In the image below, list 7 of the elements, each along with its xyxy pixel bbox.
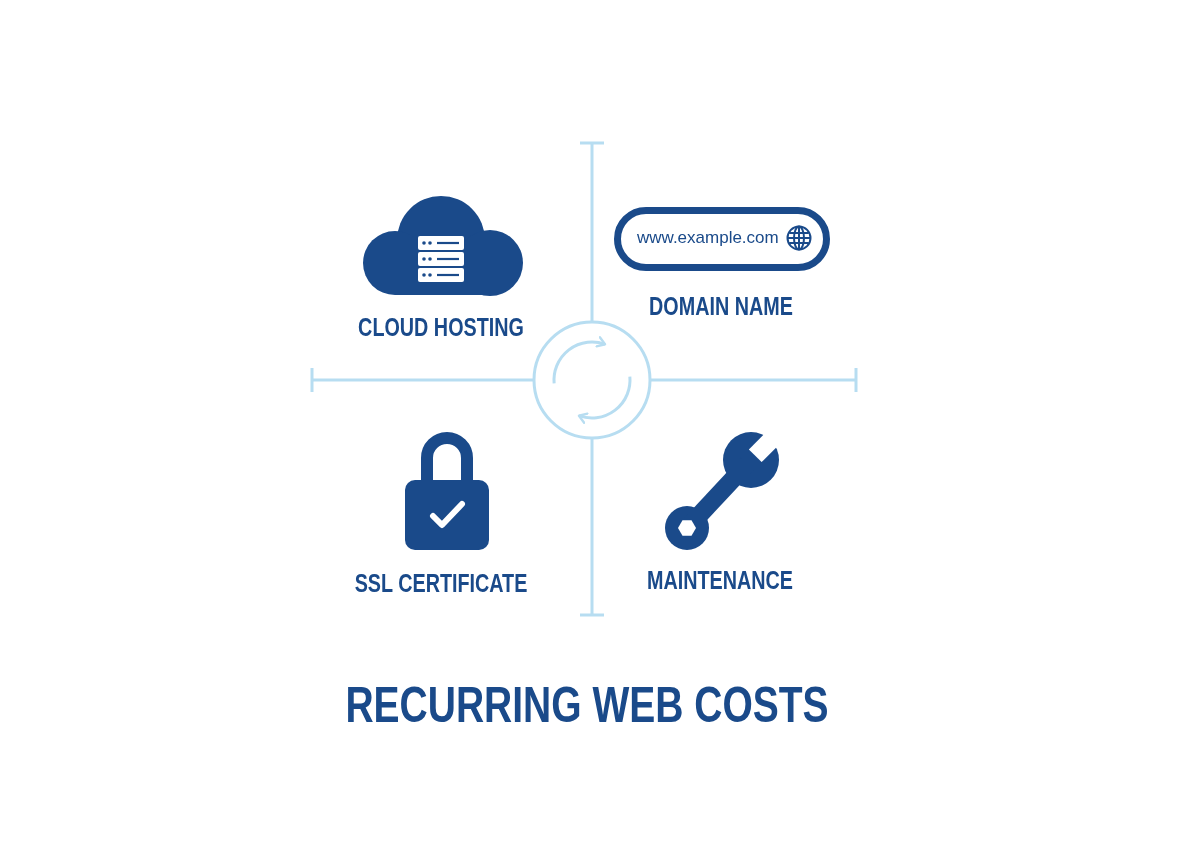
quadrant-label: CLOUD HOSTING xyxy=(358,313,524,340)
quadrant-label: MAINTENANCE xyxy=(647,566,793,593)
quadrant-label: DOMAIN NAME xyxy=(649,292,793,319)
url-text: www.example.com xyxy=(637,229,779,246)
url-bar xyxy=(614,207,830,271)
quadrant-label: SSL CERTIFICATE xyxy=(354,569,528,596)
diagram-title: RECURRING WEB COSTS xyxy=(345,680,829,730)
